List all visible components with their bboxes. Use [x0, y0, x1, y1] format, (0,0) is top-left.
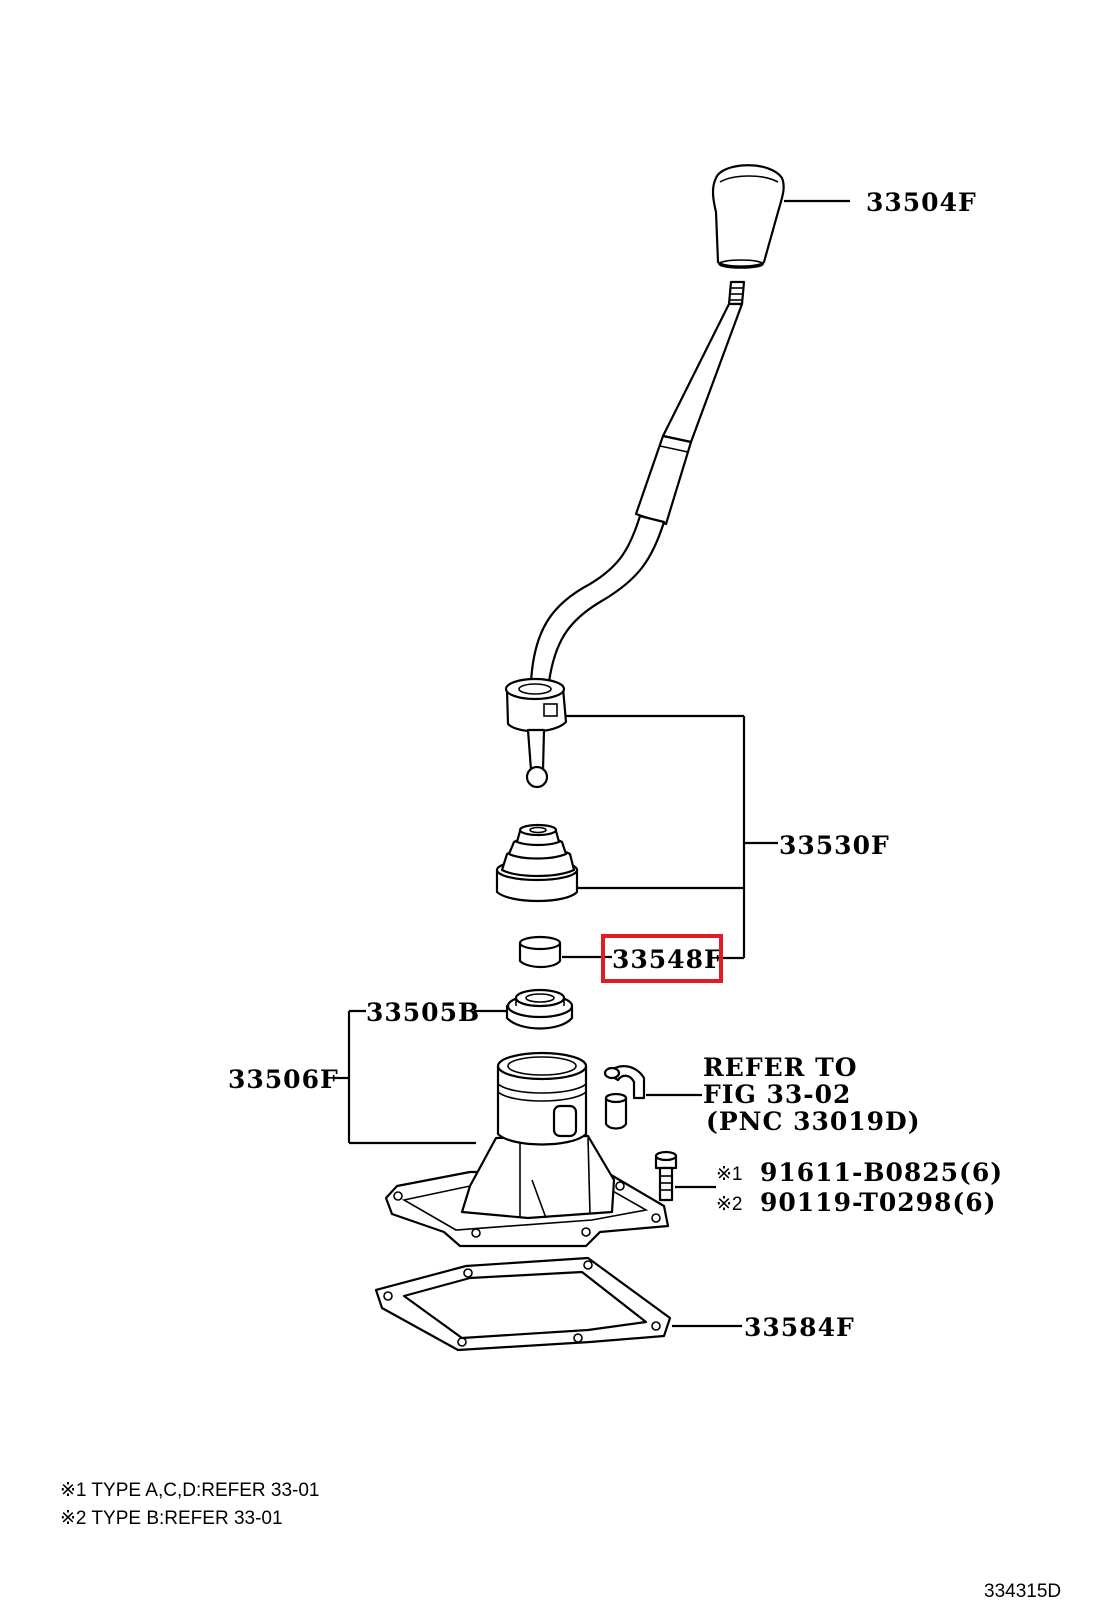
label-33584f[interactable]: 33584F — [744, 1313, 855, 1342]
shift-lever — [504, 280, 746, 789]
footnote-2: ※2 TYPE B:REFER 33-01 — [60, 1508, 283, 1529]
breather-pipe — [603, 1065, 646, 1130]
bolt-part — [654, 1150, 678, 1202]
label-33504f[interactable]: 33504F — [866, 188, 977, 217]
gasket-part — [374, 1256, 672, 1352]
figure-id: 334315D — [984, 1581, 1061, 1600]
bushing-part — [518, 935, 562, 969]
label-33548f[interactable]: 33548F — [612, 945, 723, 974]
label-33505b[interactable]: 33505B — [366, 998, 480, 1027]
bolt-1-number[interactable]: 91611-B0825(6) — [760, 1158, 1003, 1187]
bolt-2-number[interactable]: 90119-T0298(6) — [760, 1188, 996, 1217]
retainer-housing — [384, 1051, 670, 1248]
refer-line-1[interactable]: REFER TO — [703, 1053, 858, 1082]
refer-line-3[interactable]: (PNC 33019D) — [706, 1107, 921, 1136]
bracket-33530f — [566, 714, 778, 960]
shift-knob — [711, 164, 785, 269]
bolt-1-mark: ※1 — [716, 1164, 743, 1185]
seat-part — [505, 988, 574, 1030]
label-33506f[interactable]: 33506F — [228, 1065, 339, 1094]
label-33530f[interactable]: 33530F — [779, 831, 890, 860]
shift-boot — [495, 823, 579, 903]
bracket-33506f — [334, 1009, 476, 1145]
bolt-2-mark: ※2 — [716, 1194, 743, 1215]
highlight-box — [601, 934, 723, 983]
refer-line-2[interactable]: FIG 33-02 — [703, 1080, 851, 1109]
footnote-1: ※1 TYPE A,C,D:REFER 33-01 — [60, 1480, 320, 1501]
